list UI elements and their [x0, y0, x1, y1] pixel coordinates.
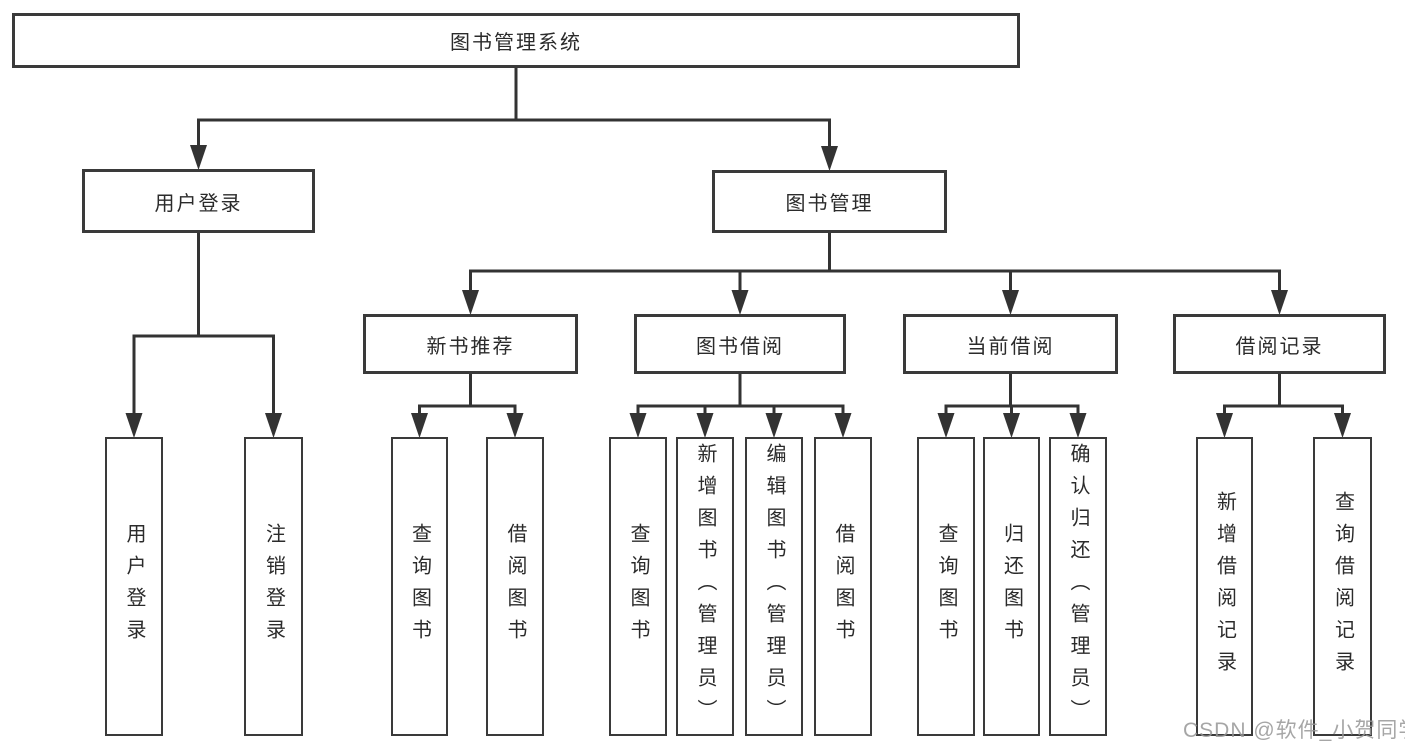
node-label: 查询借阅记录 [1331, 490, 1354, 683]
leaf-logout: 注销登录 [244, 437, 303, 736]
leaf-add-books-admin: 新增图书（管理员） [676, 437, 734, 736]
node-label: 查询图书 [408, 522, 431, 651]
node-book-management: 图书管理 [712, 170, 947, 233]
node-label: 当前借阅 [966, 335, 1055, 358]
node-current-borrowing: 当前借阅 [903, 314, 1118, 374]
leaf-query-books-borrowing: 查询图书 [609, 437, 667, 736]
leaf-query-books-recommend: 查询图书 [391, 437, 448, 736]
node-label: 归还图书 [1000, 522, 1023, 651]
node-library-management-system: 图书管理系统 [12, 13, 1020, 68]
node-label: 新增图书（管理员） [694, 442, 716, 731]
node-label: 图书管理系统 [450, 32, 582, 54]
node-new-book-recommendation: 新书推荐 [363, 314, 578, 374]
node-label: 借阅记录 [1235, 335, 1324, 358]
node-label: 编辑图书（管理员） [763, 442, 785, 731]
node-user-login: 用户登录 [82, 169, 315, 233]
leaf-query-books-current: 查询图书 [917, 437, 975, 736]
leaf-add-borrow-record: 新增借阅记录 [1196, 437, 1253, 736]
leaf-confirm-return-admin: 确认归还（管理员） [1049, 437, 1107, 736]
node-label: 用户登录 [154, 192, 243, 215]
node-borrowing-records: 借阅记录 [1173, 314, 1386, 374]
csdn-watermark: CSDN @软件_小贺同学 [1183, 719, 1405, 742]
leaf-user-login: 用户登录 [105, 437, 163, 736]
node-label: 新书推荐 [426, 335, 515, 358]
node-label: 借阅图书 [504, 522, 526, 651]
node-label: 用户登录 [123, 522, 145, 651]
node-label: 图书管理 [785, 193, 874, 215]
leaf-borrow-books: 借阅图书 [814, 437, 872, 736]
leaf-return-books: 归还图书 [983, 437, 1040, 736]
leaf-borrow-books-recommend: 借阅图书 [486, 437, 544, 736]
leaf-edit-books-admin: 编辑图书（管理员） [745, 437, 803, 736]
node-label: 新增借阅记录 [1213, 490, 1236, 683]
node-label: 查询图书 [627, 522, 649, 651]
node-label: 注销登录 [262, 522, 285, 651]
node-label: 图书借阅 [696, 335, 784, 358]
node-label: 确认归还（管理员） [1067, 442, 1089, 731]
node-label: 查询图书 [935, 522, 957, 651]
node-label: 借阅图书 [832, 522, 854, 651]
leaf-query-borrow-record: 查询借阅记录 [1313, 437, 1372, 736]
node-book-borrowing: 图书借阅 [634, 314, 846, 374]
